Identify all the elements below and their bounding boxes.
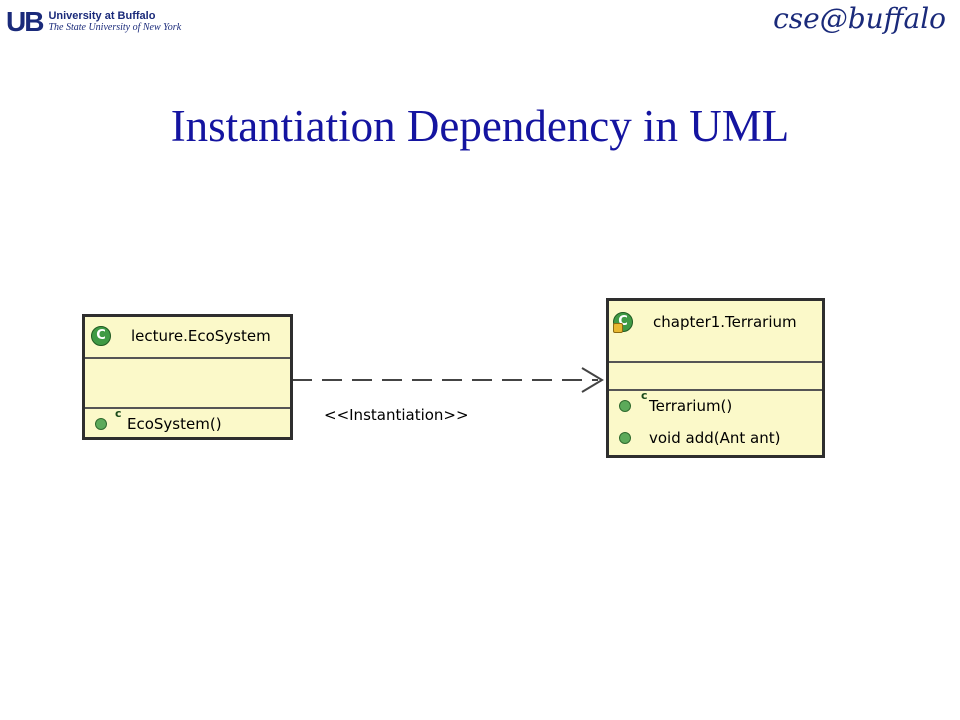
class-box-ecosystem[interactable]: C lecture.EcoSystem c EcoSystem() [82, 314, 293, 440]
ub-subtitle: The State University of New York [48, 22, 182, 33]
warning-badge-icon [613, 323, 623, 333]
class-attributes-compartment [609, 363, 822, 391]
public-method-icon [619, 400, 631, 412]
method-signature: Terrarium() [649, 397, 733, 415]
dependency-arrowhead [581, 367, 604, 393]
ub-logo: UB University at Buffalo The State Unive… [6, 6, 181, 38]
class-name-compartment [85, 317, 290, 359]
method-signature: EcoSystem() [127, 415, 222, 433]
slide-title: Instantiation Dependency in UML [170, 101, 790, 151]
ub-logo-mark: UB [6, 6, 44, 37]
constructor-marker: c [641, 389, 648, 402]
class-name-compartment [609, 301, 822, 363]
method-signature: void add(Ant ant) [649, 429, 781, 447]
cse-buffalo-logo: cse@buffalo [773, 2, 946, 35]
class-attributes-compartment [85, 359, 290, 409]
class-name: chapter1.Terrarium [653, 313, 797, 331]
public-method-icon [95, 418, 107, 430]
public-method-icon [619, 432, 631, 444]
constructor-marker: c [115, 407, 122, 420]
class-name: lecture.EcoSystem [131, 327, 271, 345]
dependency-stereotype-label: <<Instantiation>> [324, 406, 469, 424]
method-row[interactable]: void add(Ant ant) [609, 425, 822, 451]
method-row[interactable]: Terrarium() [609, 393, 822, 419]
method-row[interactable]: EcoSystem() [85, 411, 290, 437]
class-icon: C [91, 326, 111, 346]
class-box-terrarium[interactable]: C chapter1.Terrarium c Terrarium() void … [606, 298, 825, 458]
ub-name: University at Buffalo [48, 10, 156, 22]
